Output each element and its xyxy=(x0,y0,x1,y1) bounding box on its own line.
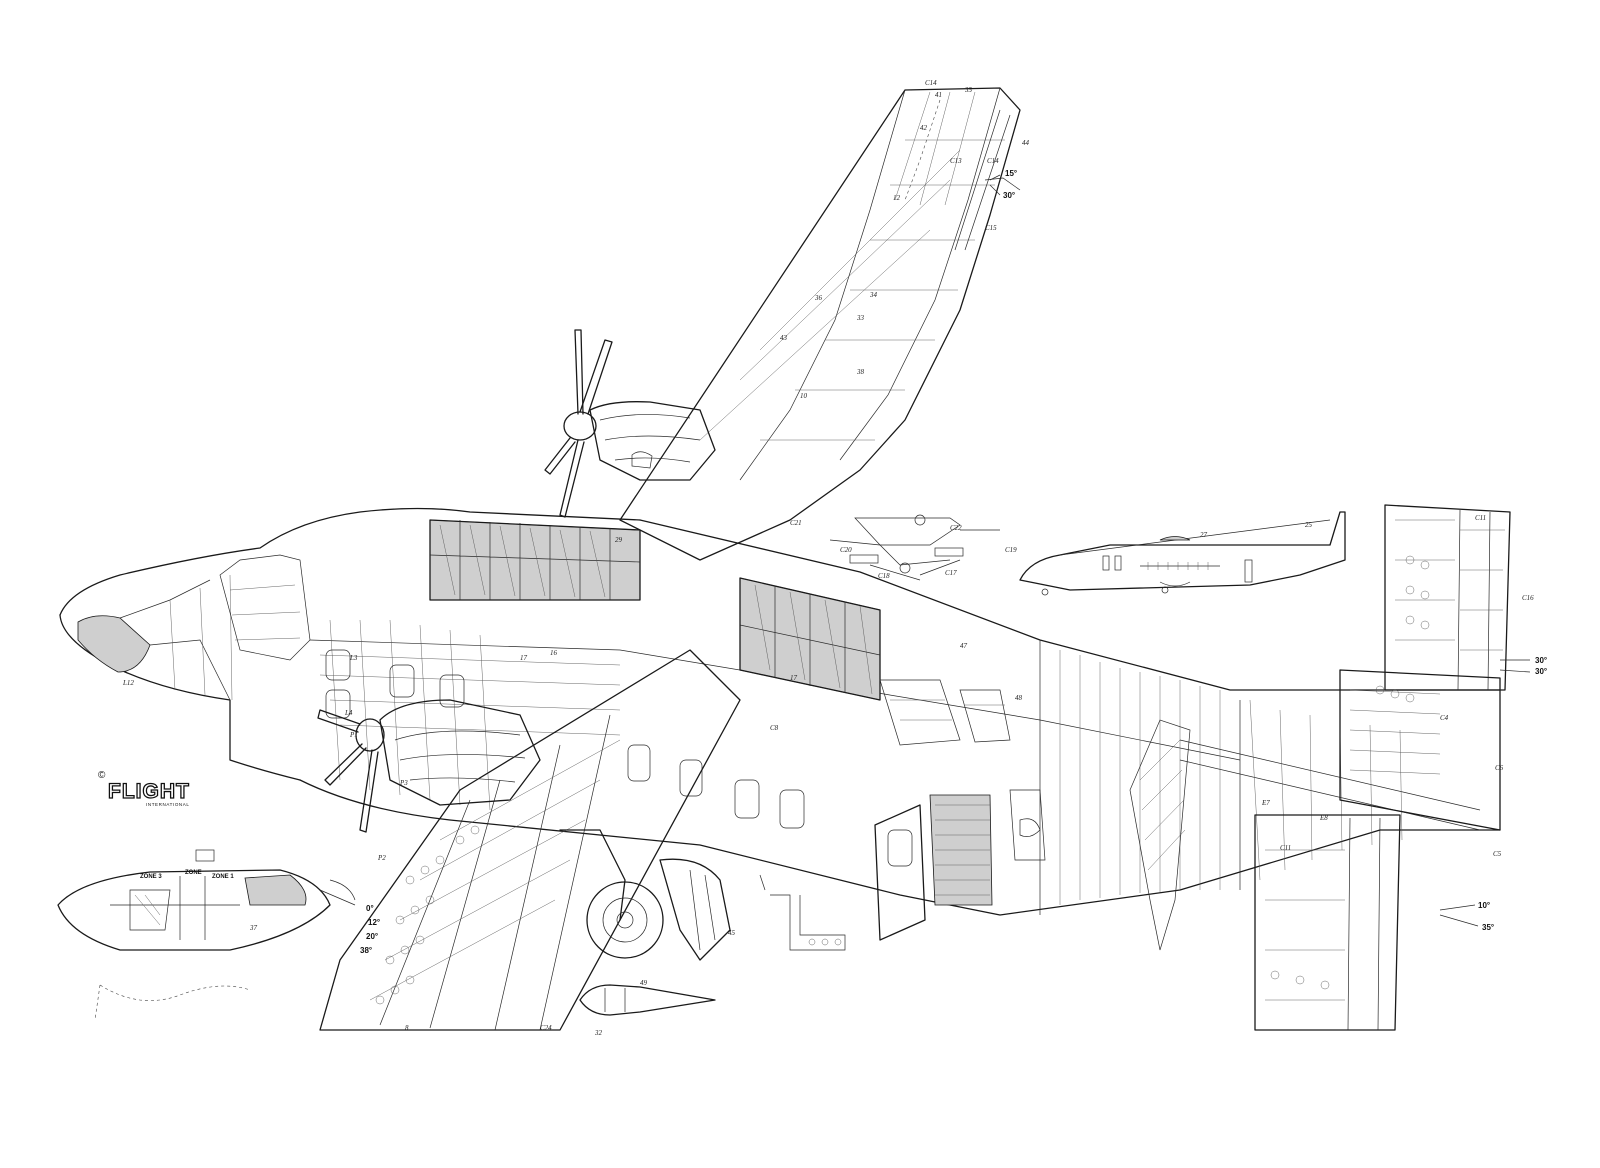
callout: 35 xyxy=(964,86,973,94)
cabin-window xyxy=(389,664,415,698)
port-wing xyxy=(317,649,741,1031)
main-wheel xyxy=(586,881,664,959)
tail-assembly xyxy=(1254,504,1511,1031)
callout: C14 xyxy=(925,79,937,87)
cabin-window xyxy=(325,649,351,681)
starboard-wing xyxy=(544,87,1021,561)
angle-label: 30° xyxy=(1535,667,1547,676)
inset-control-linkage xyxy=(829,514,1000,581)
rib-holes xyxy=(375,825,480,1005)
callout: 17 xyxy=(790,674,798,682)
angle-label: 30° xyxy=(1535,656,1547,665)
cabin-window xyxy=(779,789,805,829)
callout: C24 xyxy=(540,1024,552,1032)
zone-label: ZONE 1 xyxy=(212,874,234,880)
callout: C4 xyxy=(1440,714,1449,722)
callout: E8 xyxy=(1319,814,1328,822)
logo-text: FLIGHT xyxy=(108,780,190,803)
callout: 29 xyxy=(615,536,623,544)
inset-flap-section xyxy=(579,984,716,1016)
callout: 42 xyxy=(920,124,928,132)
callout: C21 xyxy=(790,519,802,527)
callout: C5 xyxy=(1493,850,1502,858)
callout: 16 xyxy=(550,649,558,657)
callout: 43 xyxy=(780,334,788,342)
callout: L12 xyxy=(122,679,134,687)
callout: 44 xyxy=(1022,139,1030,147)
inset-side-view xyxy=(1019,511,1346,596)
zone-labels: ZONE 3 ZONE ZONE 1 xyxy=(140,870,234,880)
callout: C6 xyxy=(1495,764,1504,772)
callout: L4 xyxy=(344,709,353,717)
angle-label: 15° xyxy=(1005,169,1017,178)
callout: 47 xyxy=(960,642,968,650)
inset-nacelle-zones xyxy=(57,849,356,1021)
cabin-door xyxy=(874,804,926,941)
cabin-window xyxy=(325,689,351,719)
callout: C14 xyxy=(987,157,999,165)
cabin-window xyxy=(627,744,651,782)
callout: E7 xyxy=(1261,799,1270,807)
callout: 49 xyxy=(640,979,648,987)
callout: P2 xyxy=(377,854,386,862)
callout-numbers: C14 41 35 44 42 C13 C14 12 C15 33 34 43 … xyxy=(122,79,1534,1037)
cabin-window xyxy=(679,759,703,797)
callout: 8 xyxy=(405,1024,409,1032)
callout: 48 xyxy=(1015,694,1023,702)
callout: 34 xyxy=(869,291,878,299)
angle-label: 10° xyxy=(1478,901,1490,910)
zone-label: ZONE 3 xyxy=(140,874,162,880)
callout: 25 xyxy=(1305,521,1313,529)
callout: C11 xyxy=(1280,844,1291,852)
angle-label: 38° xyxy=(360,946,372,955)
logo-subtext: INTERNATIONAL xyxy=(146,802,189,807)
callout: P3 xyxy=(399,779,408,787)
callout: 41 xyxy=(935,91,942,99)
callout: 33 xyxy=(856,314,865,322)
callout: C13 xyxy=(950,157,962,165)
angle-label: 20° xyxy=(366,932,378,941)
cabin-window xyxy=(439,674,465,708)
copyright-symbol: © xyxy=(98,770,106,781)
angle-label: 0° xyxy=(366,904,374,913)
callout: 37 xyxy=(249,924,258,932)
cabin-window xyxy=(734,779,760,819)
callout: 27 xyxy=(1200,531,1208,539)
callout: P1 xyxy=(349,731,358,739)
callout: 45 xyxy=(728,929,736,937)
callout: 12 xyxy=(893,194,901,202)
angle-label: 30° xyxy=(1003,191,1015,200)
callout: 38 xyxy=(856,368,865,376)
zone-label: ZONE xyxy=(185,870,202,876)
callout: C17 xyxy=(945,569,957,577)
callout: C16 xyxy=(1522,594,1534,602)
callout: 10 xyxy=(800,392,808,400)
angle-label: 12° xyxy=(368,918,380,927)
inset-frame-detail xyxy=(759,874,846,951)
angle-label: 35° xyxy=(1482,923,1494,932)
callout: C15 xyxy=(985,224,997,232)
callout: C11 xyxy=(1475,514,1486,522)
callout: 36 xyxy=(814,294,823,302)
callout: C20 xyxy=(840,546,852,554)
callout: 32 xyxy=(594,1029,603,1037)
callout: C8 xyxy=(770,724,779,732)
callout: 17 xyxy=(520,654,528,662)
callout: C19 xyxy=(1005,546,1017,554)
flight-international-logo: © FLIGHT INTERNATIONAL xyxy=(98,770,190,807)
fuselage xyxy=(59,507,1501,951)
callout: C22 xyxy=(950,524,962,532)
callout: L3 xyxy=(349,654,358,662)
angle-labels: 15° 30° 30° 30° 10° 35° 0° 12° 20° 38° xyxy=(360,169,1547,955)
callout: C18 xyxy=(878,572,890,580)
